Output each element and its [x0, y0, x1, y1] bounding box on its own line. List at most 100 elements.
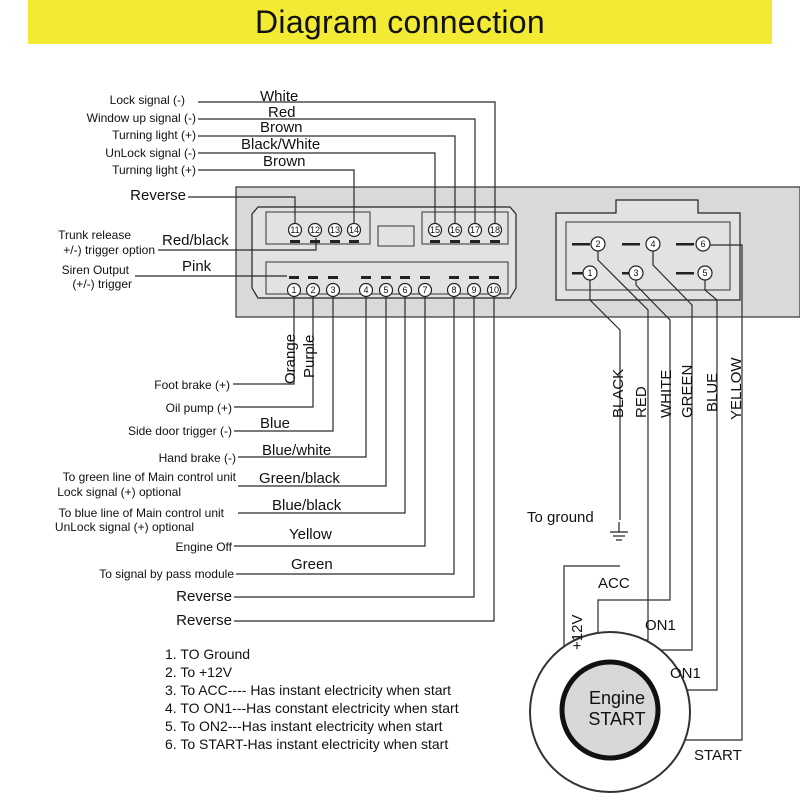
on1-label-a: ON1 — [645, 617, 676, 634]
bottom-pin-slot — [361, 276, 371, 279]
svg-text:5: 5 — [702, 268, 707, 278]
ignition-slot — [622, 243, 640, 246]
signal-reverse-top: Reverse — [130, 187, 186, 204]
siren-output-label-2: (+/-) trigger — [72, 277, 132, 291]
bottom-pin-slot — [449, 276, 459, 279]
color-blue-white: Blue/white — [262, 442, 331, 459]
color-red-black: Red/black — [162, 232, 229, 249]
svg-text:12: 12 — [310, 225, 320, 235]
signal-bypass: To signal by pass module — [99, 567, 234, 581]
wire-blue: BLUE — [704, 373, 721, 412]
pin-10: 10 — [486, 282, 502, 298]
signal-green-line: To green line of Main control unit — [63, 470, 237, 484]
svg-text:5: 5 — [383, 285, 388, 295]
svg-text:1: 1 — [587, 268, 592, 278]
color-purple: Purple — [301, 335, 318, 378]
on1-label-b: ON1 — [670, 665, 701, 682]
wire-blue — [234, 296, 334, 432]
svg-text:17: 17 — [470, 225, 480, 235]
color-blue-black: Blue/black — [272, 497, 342, 514]
signal-unlock-plus: UnLock signal (+) optional — [55, 520, 194, 534]
connector-upper-right-block — [421, 211, 509, 245]
ignition-pin-5: 5 — [697, 265, 713, 281]
ignition-pin-3: 3 — [628, 265, 644, 281]
wire-green — [236, 296, 455, 575]
engine-start-button[interactable] — [559, 659, 661, 761]
top-pin-slot — [310, 240, 320, 243]
ignition-pin-1: 1 — [582, 265, 598, 281]
top-pin-slot — [490, 240, 500, 243]
pin-2: 2 — [305, 282, 321, 298]
color-pink: Pink — [182, 258, 212, 275]
acc-label: ACC — [598, 575, 630, 592]
color-green: Green — [291, 556, 333, 573]
bottom-pin-slot — [308, 276, 318, 279]
signal-turning-light-2: Turning light (+) — [112, 163, 196, 177]
pin-13: 13 — [327, 222, 343, 238]
wires — [135, 101, 743, 741]
color-yellow: Yellow — [289, 526, 332, 543]
svg-text:8: 8 — [451, 285, 456, 295]
ignition-connector — [555, 199, 741, 301]
pin-9: 9 — [466, 282, 482, 298]
color-blue: Blue — [260, 415, 290, 432]
svg-text:13: 13 — [330, 225, 340, 235]
top-pin-slot — [330, 240, 340, 243]
wire-white: WHITE — [658, 370, 675, 418]
ignition-pin-4: 4 — [645, 236, 661, 252]
signal-turning-light-1: Turning light (+) — [112, 128, 196, 142]
wire-ign-blue — [684, 273, 718, 691]
svg-text:2: 2 — [310, 285, 315, 295]
pin-16: 16 — [447, 222, 463, 238]
pin-6: 6 — [397, 282, 413, 298]
wire-yellow: YELLOW — [728, 357, 745, 420]
wire-blue-white — [238, 296, 367, 458]
svg-text:18: 18 — [490, 225, 500, 235]
svg-text:2: 2 — [595, 239, 600, 249]
start-label: START — [694, 747, 742, 764]
wire-black: BLACK — [610, 369, 627, 418]
wire-green-black — [238, 296, 387, 487]
signal-lock: Lock signal (-) — [110, 93, 185, 107]
svg-text:15: 15 — [430, 225, 440, 235]
engine-label: Engine — [589, 688, 645, 708]
color-white: White — [260, 88, 298, 105]
ignition-slot — [572, 243, 590, 246]
wire-lock-white — [198, 101, 496, 224]
wire-reverse-1 — [234, 296, 475, 598]
note-5: 5. To ON2---Has instant electricity when… — [165, 718, 443, 734]
title-banner — [28, 0, 772, 44]
pin-4: 4 — [358, 282, 374, 298]
ignition-pin-2: 2 — [590, 236, 606, 252]
connector-upper-left-block — [265, 211, 371, 245]
trunk-release-label-2: +/-) trigger option — [63, 243, 155, 257]
note-6: 6. To START-Has instant electricity when… — [165, 736, 448, 752]
ground-symbol — [610, 522, 628, 541]
pin-15: 15 — [427, 222, 443, 238]
pin-11: 11 — [287, 222, 303, 238]
ignition-slot — [676, 243, 694, 246]
pin-5: 5 — [378, 282, 394, 298]
pin-8: 8 — [446, 282, 462, 298]
wire-yellow — [234, 296, 426, 547]
pin-1: 1 — [286, 282, 302, 298]
color-brown-1: Brown — [260, 119, 303, 136]
signal-lock-plus: Lock signal (+) optional — [57, 485, 181, 499]
top-pin-slot — [430, 240, 440, 243]
bottom-pin-slot — [400, 276, 410, 279]
svg-text:11: 11 — [290, 225, 299, 235]
color-orange: Orange — [282, 334, 299, 384]
trunk-release-label-1: Trunk release — [58, 228, 131, 242]
signal-reverse-1: Reverse — [176, 588, 232, 605]
pin-7: 7 — [417, 282, 433, 298]
bottom-pin-slot — [328, 276, 338, 279]
svg-text:16: 16 — [450, 225, 460, 235]
svg-text:1: 1 — [291, 285, 296, 295]
wire-ign-white — [597, 273, 671, 642]
top-pin-slot — [470, 240, 480, 243]
signal-hand-brake: Hand brake (-) — [159, 451, 236, 465]
ignition-connector-inner — [565, 221, 731, 291]
pin-12: 12 — [307, 222, 323, 238]
